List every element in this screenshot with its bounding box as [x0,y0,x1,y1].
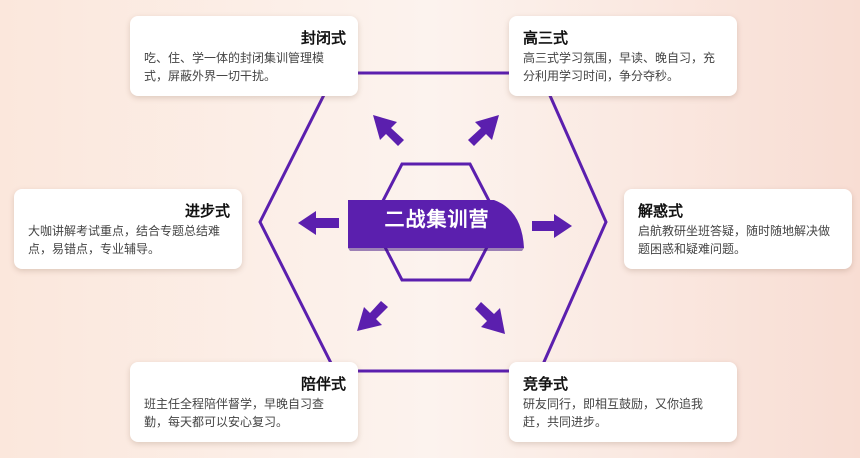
arrow-up-right-icon [468,115,499,146]
card-desc: 大咖讲解考试重点，结合专题总结难点，易错点，专业辅导。 [28,224,221,256]
card-desc: 班主任全程陪伴督学，早晚自习查勤，每天都可以安心复习。 [144,397,325,429]
card-enclosed: 封闭式 吃、住、学一体的封闭集训管理模式，屏蔽外界一切干扰。 [130,16,358,96]
card-desc: 研友同行，即相互鼓励，又你追我赶，共同进步。 [523,397,704,429]
arrow-down-right-icon [475,302,505,334]
card-title: 进步式 [184,202,230,220]
card-title: 封闭式 [300,29,346,47]
card-senior-year: 高三式 高三式学习氛围，早读、晚自习，充分利用学习时间，争分夺秒。 [509,16,737,96]
card-companion: 陪伴式 班主任全程陪伴督学，早晚自习查勤，每天都可以安心复习。 [130,362,358,442]
arrow-up-left-icon [373,115,404,146]
card-title: 高三式 [523,29,569,47]
card-desc: 吃、住、学一体的封闭集训管理模式，屏蔽外界一切干扰。 [144,51,325,83]
center-banner [348,200,524,248]
card-desc: 启航教研坐班答疑，随时随地解决做题困惑和疑难问题。 [638,224,831,256]
card-answering: 解惑式 启航教研坐班答疑，随时随地解决做题困惑和疑难问题。 [624,189,852,269]
arrow-right-icon [532,214,572,238]
card-desc: 高三式学习氛围，早读、晚自习，充分利用学习时间，争分夺秒。 [523,51,716,83]
center-label: 二战集训营 [384,207,490,231]
card-title: 竞争式 [523,375,569,393]
arrow-down-left-icon [357,301,388,331]
card-title: 陪伴式 [300,375,346,393]
card-competition: 竞争式 研友同行，即相互鼓励，又你追我赶，共同进步。 [509,362,737,442]
card-title: 解惑式 [638,202,684,220]
card-progress: 进步式 大咖讲解考试重点，结合专题总结难点，易错点，专业辅导。 [14,189,242,269]
arrow-left-icon [298,211,339,235]
